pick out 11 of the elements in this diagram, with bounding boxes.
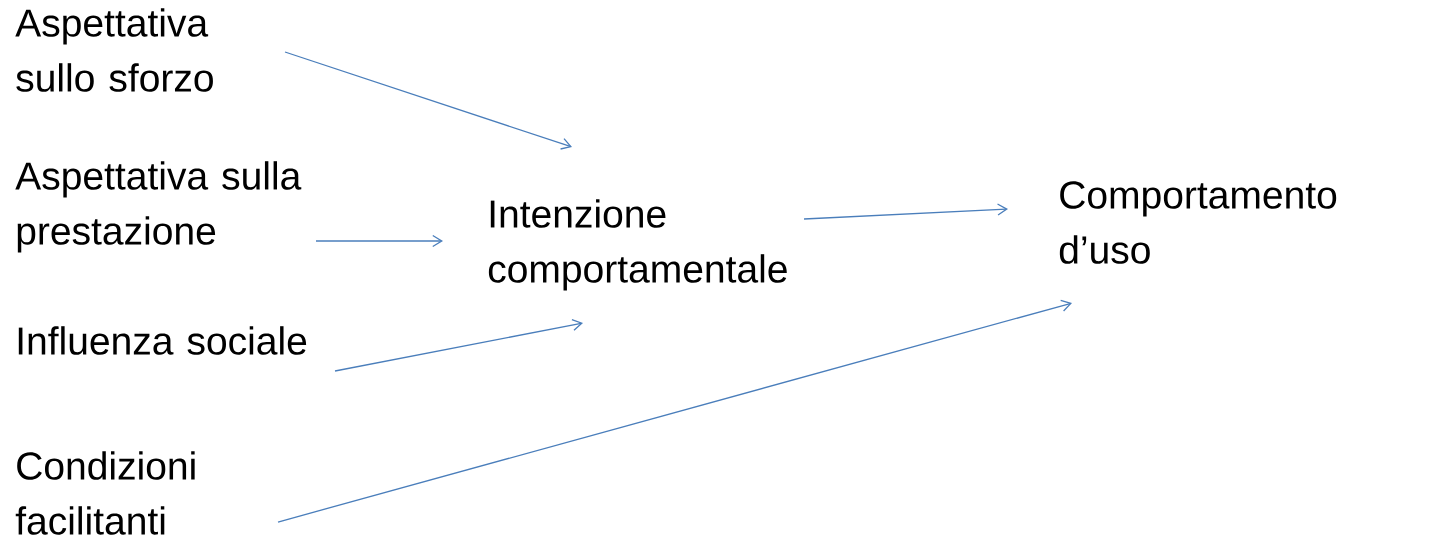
node-label: Aspettativa sulla prestazione (15, 161, 302, 253)
arrow (284, 51, 572, 150)
node-label: Aspettativa sullo sforzo (15, 8, 213, 92)
arrow (315, 234, 443, 248)
node-label: Comportamento d’uso (1059, 181, 1337, 264)
node-label: Influenza sociale (18, 326, 307, 355)
arrow (803, 203, 1008, 220)
arrow (277, 299, 1073, 523)
node-label: Intenzione comportamentale (488, 199, 787, 291)
arrow (334, 318, 583, 372)
node-label: Condizioni facilitanti (15, 451, 195, 535)
